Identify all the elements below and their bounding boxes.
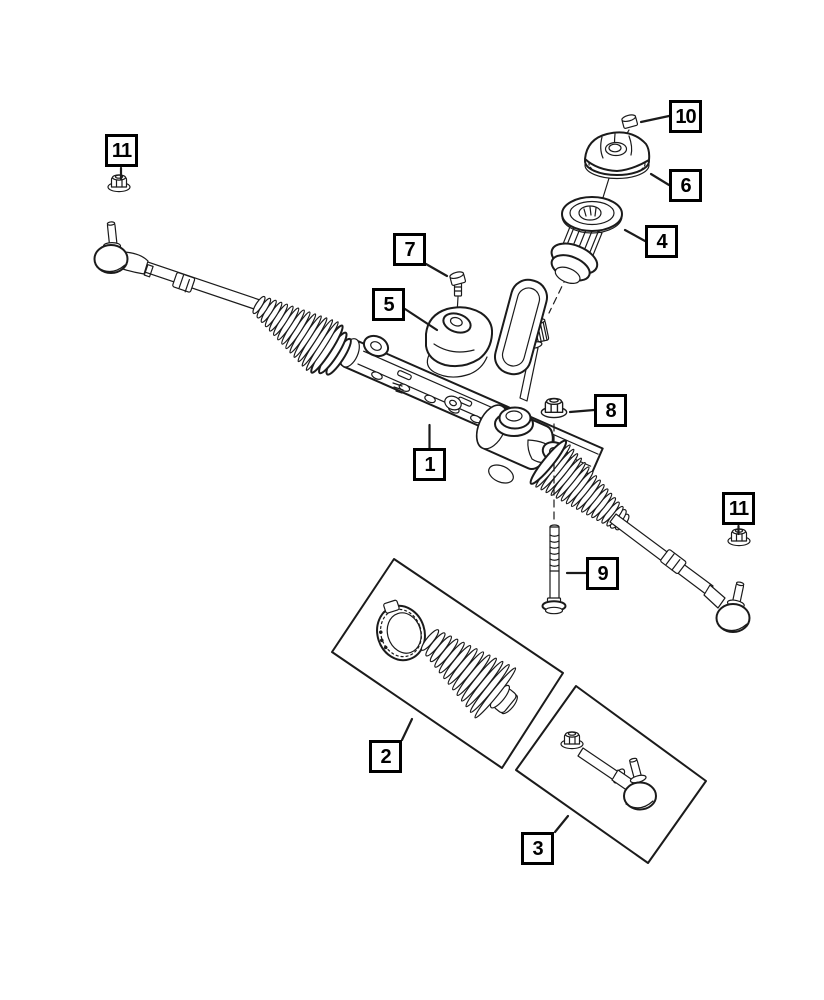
callout-3[interactable]: 3 (521, 832, 554, 865)
kit-nut (560, 731, 584, 750)
callout-2[interactable]: 2 (369, 740, 402, 773)
pinion-valve-housing (475, 404, 569, 484)
right-tie-rod-end (703, 581, 751, 633)
kit-box-2-frame (331, 558, 564, 769)
leader-lines (119, 114, 740, 834)
right-inner-tie-rod (609, 513, 714, 596)
casting-mark (392, 382, 404, 394)
bracket-screw-part (449, 271, 467, 297)
housing-boss (444, 395, 462, 411)
bellows-boot-part (420, 629, 518, 719)
boot-clamp (376, 599, 426, 662)
housing-mount-eye-left (362, 334, 390, 358)
callout-1[interactable]: 1 (413, 448, 446, 481)
dust-cover-part (584, 131, 651, 180)
boot-kit-box (331, 558, 564, 769)
callout-11-left[interactable]: 11 (105, 134, 138, 167)
tie-rod-nut-left-part (107, 174, 131, 193)
left-tie-rod-end (93, 221, 149, 275)
callout-6[interactable]: 6 (669, 169, 702, 202)
callout-4[interactable]: 4 (645, 225, 678, 258)
callout-10[interactable]: 10 (669, 100, 702, 133)
bracket-grommet (442, 312, 472, 334)
tie-rod-end-part (577, 747, 657, 811)
mounting-nut-part (540, 397, 568, 419)
tie-rod-end-kit-box (515, 685, 707, 864)
callout-7[interactable]: 7 (393, 233, 426, 266)
callout-9[interactable]: 9 (586, 557, 619, 590)
cap-part (621, 114, 639, 129)
kit-box-3-frame (515, 685, 707, 864)
left-bellows-boot (252, 295, 352, 376)
mounting-bracket-part (425, 278, 548, 378)
callout-5[interactable]: 5 (372, 288, 405, 321)
callout-8[interactable]: 8 (594, 394, 627, 427)
bushing-isolator-part (550, 196, 623, 284)
callout-11-right[interactable]: 11 (722, 492, 755, 525)
steering-gear-assembly (93, 221, 751, 633)
mounting-bolt-part (541, 524, 567, 615)
